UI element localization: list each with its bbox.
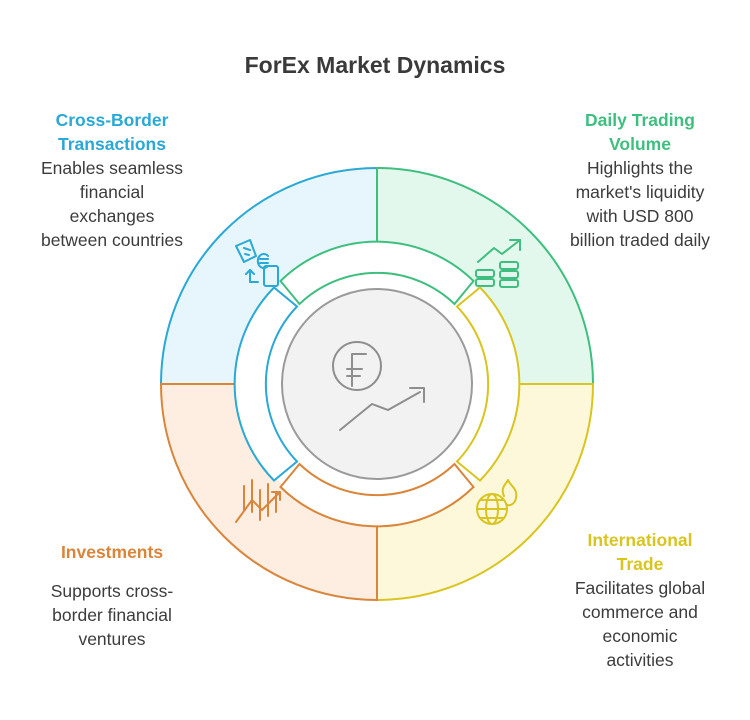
ring-arc-top (279, 240, 475, 306)
heading-line: Daily Trading (585, 110, 695, 130)
description-line: billion traded daily (569, 230, 711, 250)
description-line: between countries (40, 230, 184, 250)
heading-daily-volume: Daily Trading Volume (550, 108, 730, 156)
description-line: Supports cross- (50, 581, 174, 601)
heading-line: International (587, 530, 693, 550)
description-line: economic (602, 626, 678, 646)
inner-ring (233, 240, 521, 528)
globe-fire-icon (476, 479, 518, 525)
description-line: exchanges (69, 206, 155, 226)
description-line: commerce and (582, 602, 698, 622)
currency-exchange-icon (235, 239, 279, 287)
growth-coins-icon (475, 239, 521, 288)
heading-line: Volume (609, 134, 671, 154)
description-line: Facilitates global (574, 578, 706, 598)
heading-line: Transactions (58, 134, 166, 154)
segment-daily-volume: Daily Trading Volume Highlights the mark… (550, 108, 730, 252)
description-cross-border: Enables seamless financial exchanges bet… (22, 156, 202, 252)
segment-cross-border: Cross-Border Transactions Enables seamle… (22, 108, 202, 252)
description-line: Highlights the (586, 158, 694, 178)
description-line: activities (606, 650, 674, 670)
heading-investments: Investments (22, 540, 202, 564)
diagram-title: ForEx Market Dynamics (244, 52, 506, 78)
ring-arc-left (233, 286, 299, 482)
description-international-trade: Facilitates global commerce and economic… (550, 576, 730, 672)
description-investments: Supports cross- border financial venture… (22, 579, 202, 651)
segment-international-trade: International Trade Facilitates global c… (550, 528, 730, 672)
forex-trend-icon (332, 341, 425, 431)
investment-chart-icon (235, 479, 281, 523)
segment-investments: Investments Supports cross- border finan… (22, 540, 202, 651)
description-line: border financial (52, 605, 172, 625)
ring-arc-bottom (279, 462, 475, 528)
ring-arc-right (455, 286, 521, 482)
heading-cross-border: Cross-Border Transactions (22, 108, 202, 156)
heading-international-trade: International Trade (550, 528, 730, 576)
center-circle (281, 288, 473, 480)
description-line: market's liquidity (575, 182, 705, 202)
description-line: with USD 800 (586, 206, 694, 226)
heading-line: Investments (60, 542, 164, 562)
heading-line: Cross-Border (55, 110, 169, 130)
heading-line: Trade (616, 554, 664, 574)
description-line: ventures (78, 629, 146, 649)
description-line: financial (79, 182, 145, 202)
description-line: Enables seamless (40, 158, 184, 178)
description-daily-volume: Highlights the market's liquidity with U… (550, 156, 730, 252)
